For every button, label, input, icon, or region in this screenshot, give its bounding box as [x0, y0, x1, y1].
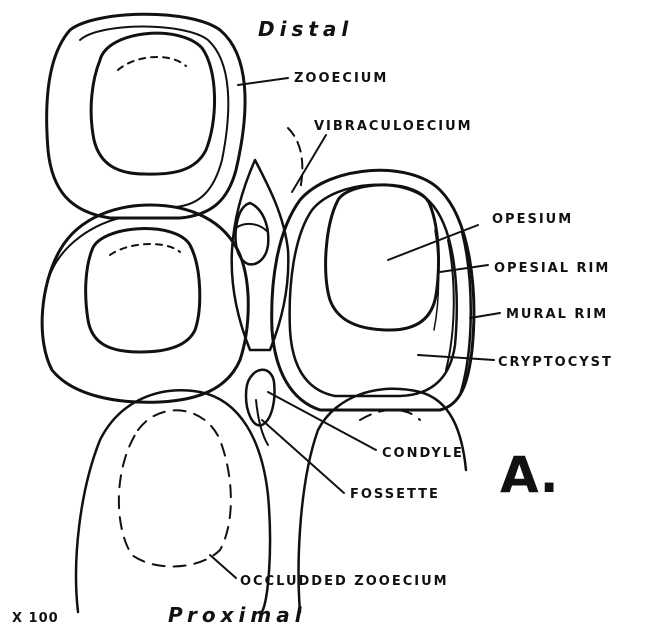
distal-label: Distal [258, 17, 353, 41]
panel-letter: A. [500, 446, 559, 504]
condyle-label: CONDYLE [382, 446, 464, 461]
proximal-label: Proximal [168, 603, 307, 627]
right-zooecium [272, 170, 474, 410]
middle-zooecium [42, 205, 248, 402]
occluded-zooecium-label: OCCLUDDED ZOOECIUM [240, 574, 449, 589]
fossette-label: FOSSETTE [350, 487, 440, 502]
vibraculoecium-chamber [232, 128, 303, 350]
mural-rim-label: MURAL RIM [506, 307, 608, 322]
opesial-rim-label: OPESIAL RIM [494, 261, 610, 276]
upper-zooecium [47, 14, 245, 218]
opesium-label: OPESIUM [492, 212, 573, 227]
zooecium-label: ZOOECIUM [294, 71, 388, 86]
cryptocyst-label: CRYPTOCYST [498, 355, 613, 370]
vibraculoecium-label: VIBRACULOECIUM [314, 119, 473, 134]
magnification-label: X 100 [12, 611, 59, 626]
